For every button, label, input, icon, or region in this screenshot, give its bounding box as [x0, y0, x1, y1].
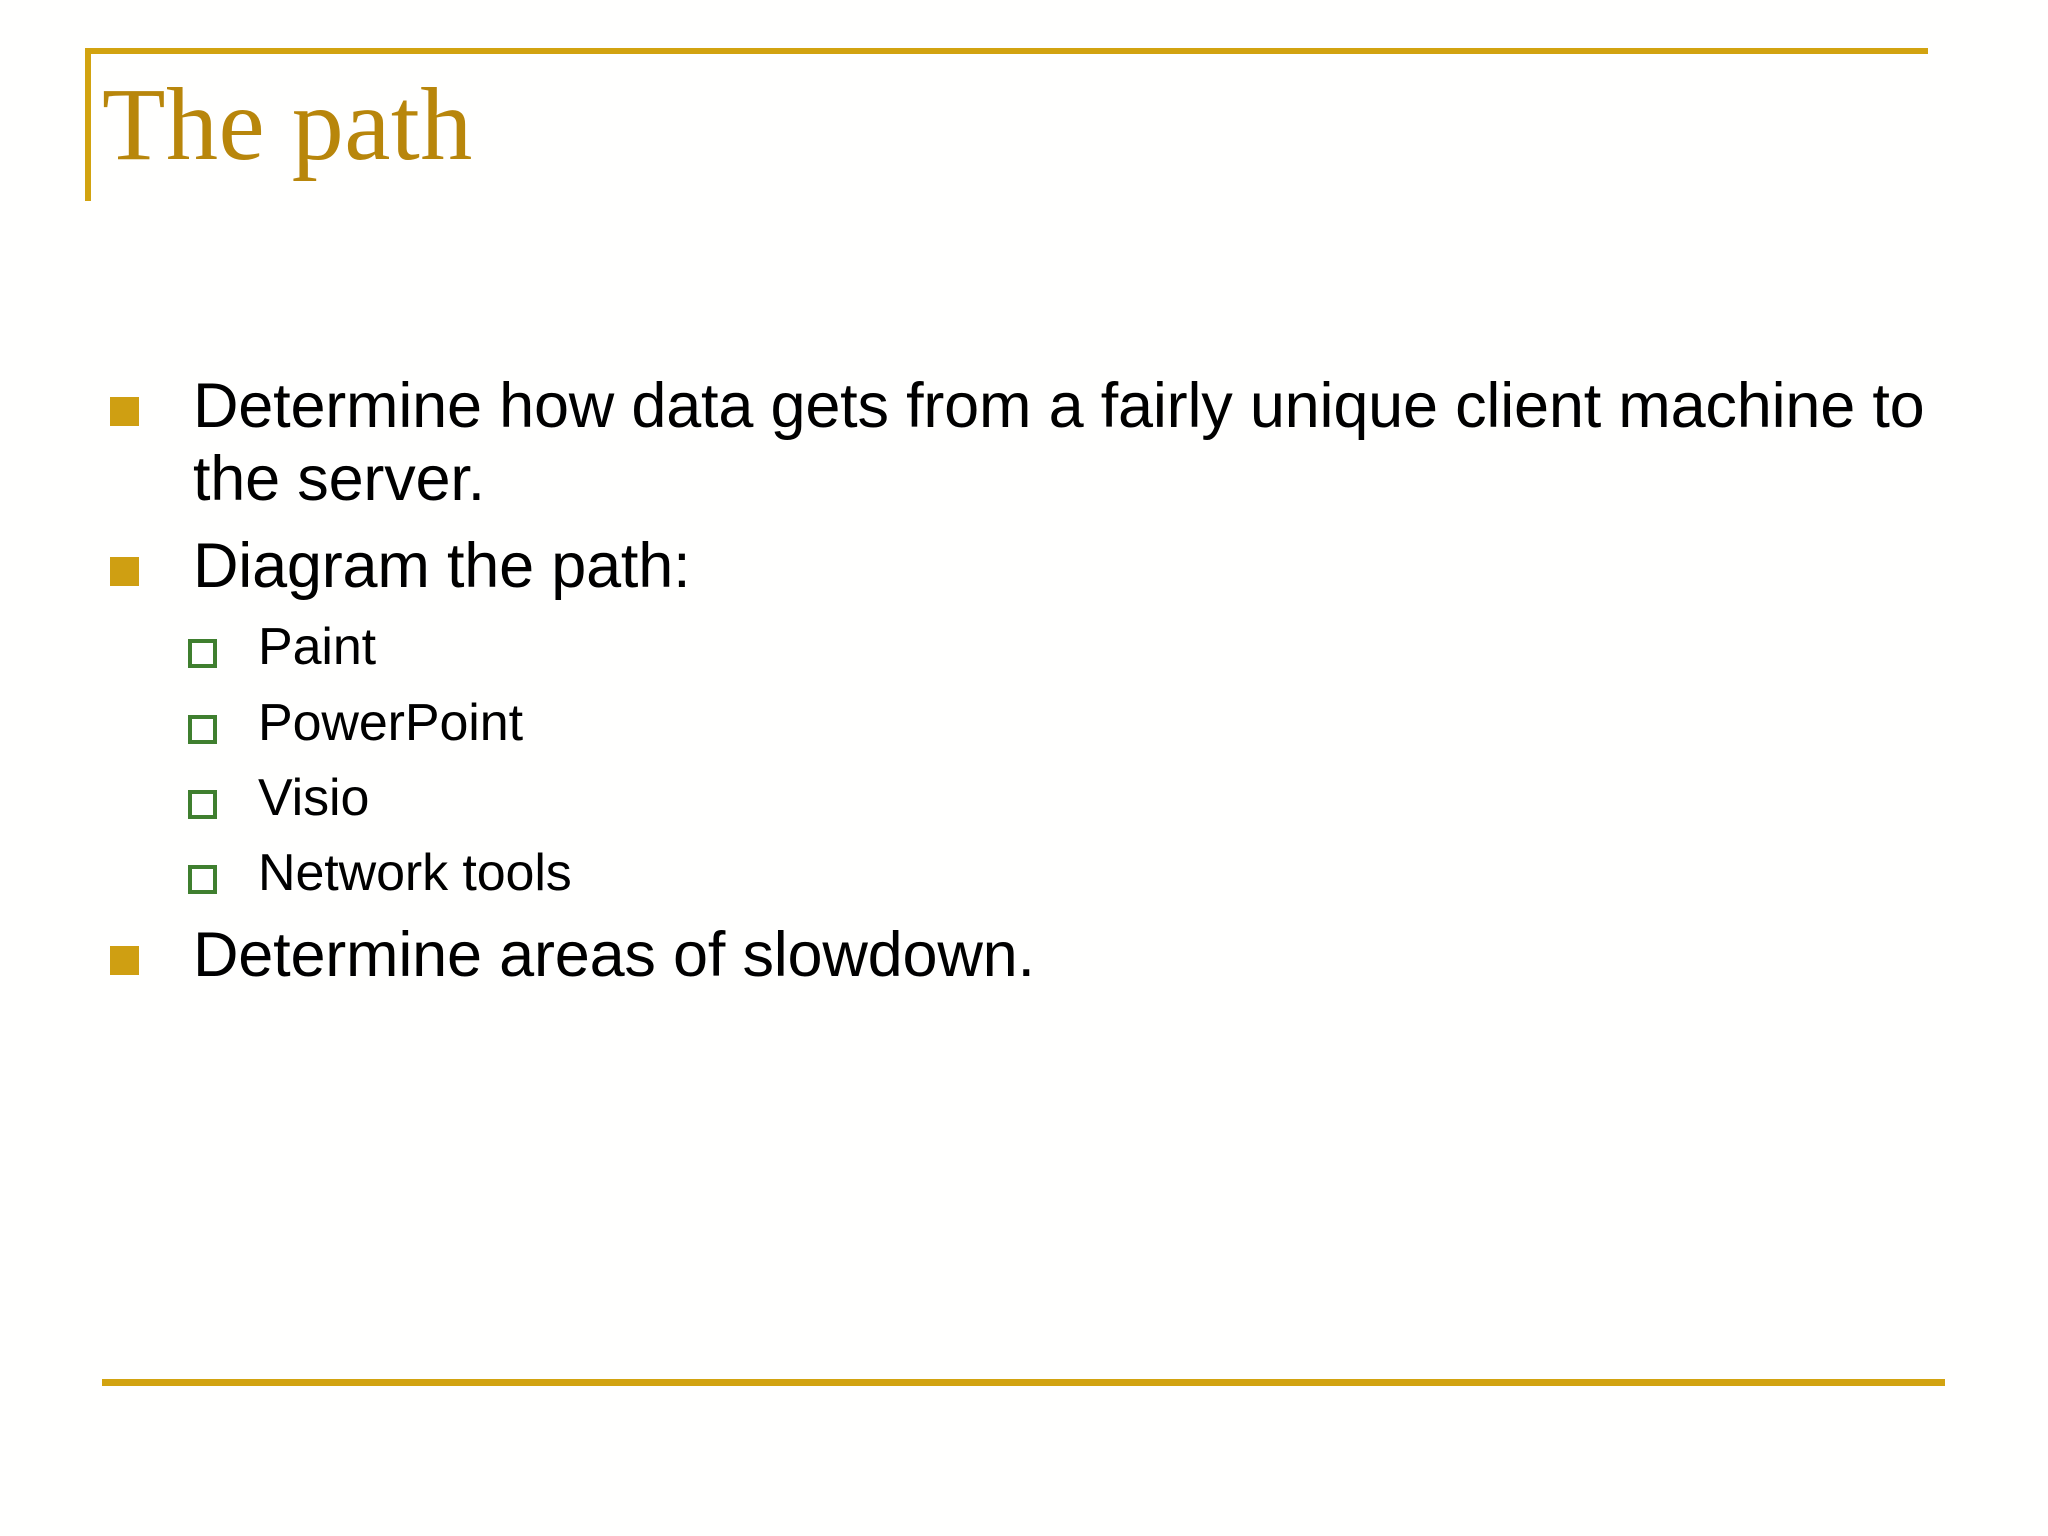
bullet-item-level1: Determine how data gets from a fairly un…	[110, 370, 1940, 516]
slide-title: The path	[102, 67, 473, 183]
bullet-text-level2: Paint	[258, 618, 377, 677]
bullet-item-level2: Paint	[110, 617, 1940, 678]
bullet-item-level1: Diagram the path:	[110, 530, 1940, 603]
bullet-item-level2: Visio	[110, 768, 1940, 829]
bullet-text-level1: Diagram the path:	[193, 531, 691, 602]
filled-square-marker-icon	[110, 397, 139, 426]
bullet-item-level2: Network tools	[110, 843, 1940, 904]
bullet-item-level2: PowerPoint	[110, 693, 1940, 754]
bullet-text-level1: Determine areas of slowdown.	[193, 919, 1035, 990]
bullet-text-level2: Visio	[258, 768, 370, 827]
hollow-square-marker-icon	[188, 789, 217, 819]
hollow-square-marker-icon	[188, 639, 217, 669]
bullet-sublist: Paint PowerPoint Visio	[110, 617, 1940, 904]
filled-square-marker-icon	[110, 557, 139, 587]
bullet-text-level2: Network tools	[258, 844, 572, 903]
bullet-text-level1: Determine how data gets from a fairly un…	[193, 371, 1925, 515]
slide-body: Determine how data gets from a fairly un…	[110, 370, 1940, 1006]
hollow-square-marker-icon	[188, 714, 217, 744]
bullet-text-level2: PowerPoint	[258, 693, 523, 752]
top-gold-rule	[85, 48, 1928, 54]
hollow-square-marker-icon	[188, 865, 217, 895]
left-gold-rule	[85, 48, 91, 201]
bottom-gold-rule	[102, 1379, 1945, 1386]
bullet-item-level1: Determine areas of slowdown.	[110, 919, 1940, 992]
filled-square-marker-icon	[110, 945, 139, 975]
